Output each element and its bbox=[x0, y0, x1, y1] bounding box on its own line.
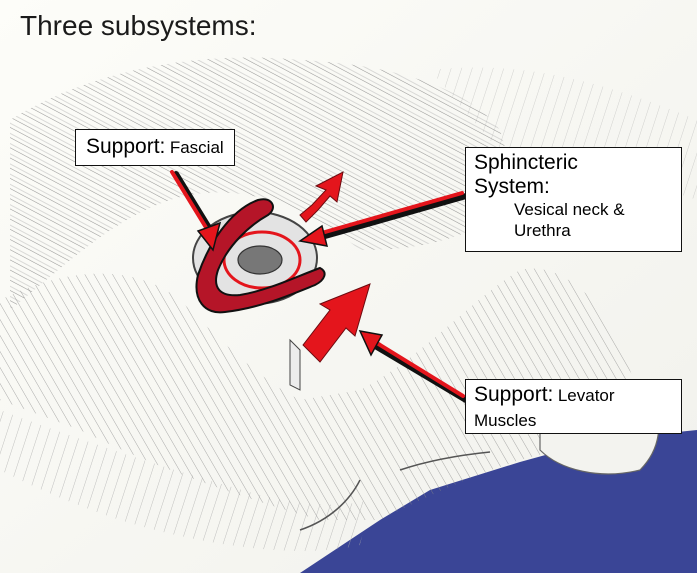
label-support-fascial: Support: Fascial bbox=[75, 129, 235, 166]
label-detail-line1: Vesical neck & bbox=[474, 199, 681, 220]
label-sphincteric-system: Sphincteric System: Vesical neck & Ureth… bbox=[465, 147, 682, 252]
label-detail-line2: Muscles bbox=[474, 411, 536, 430]
slide-title: Three subsystems: bbox=[20, 10, 257, 42]
label-heading-line1: Sphincteric bbox=[474, 151, 681, 175]
label-heading: Support: bbox=[86, 135, 165, 158]
label-heading-line2: System: bbox=[474, 175, 681, 199]
label-support-levator: Support: Levator Muscles bbox=[465, 379, 682, 434]
label-detail-line1: Levator bbox=[558, 386, 615, 405]
label-heading: Support: bbox=[474, 383, 553, 406]
urethral-opening bbox=[238, 246, 282, 274]
label-detail: Fascial bbox=[170, 138, 224, 157]
label-detail-line2: Urethra bbox=[474, 220, 681, 241]
